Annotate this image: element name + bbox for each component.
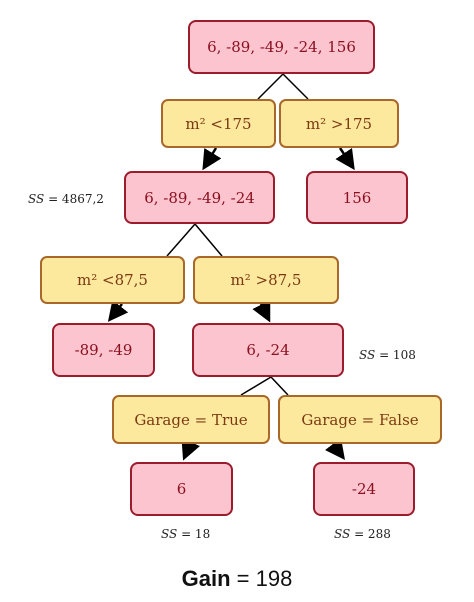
condition-area-greater-87-5: m² >87,5 [193, 256, 339, 304]
condition-garage-false: Garage = False [278, 395, 442, 444]
edge-root-left [257, 73, 284, 100]
node-6-89-49-24: 6, -89, -49, -24 [124, 171, 275, 224]
edge-l4-right [270, 376, 289, 396]
gain-value: = 198 [236, 566, 293, 591]
gain-label: Gain [181, 566, 231, 591]
leaf-node-6: 6 [130, 462, 233, 516]
node-89-49: -89, -49 [52, 323, 155, 377]
arrow-cond-l3-right [252, 300, 271, 323]
arrow-cond-l3-left [107, 300, 129, 322]
node-156: 156 [306, 171, 408, 224]
root-node: 6, -89, -49, -24, 156 [188, 20, 375, 74]
edge-l4-left [240, 376, 272, 396]
condition-area-greater-175: m² >175 [279, 99, 399, 148]
arrow-cond-l5-right [325, 438, 345, 460]
edge-root-right [282, 73, 309, 100]
ss-label-108: SS = 108 [359, 348, 416, 362]
condition-area-less-87-5: m² <87,5 [40, 256, 185, 304]
condition-garage-true: Garage = True [112, 395, 270, 444]
ss-label-18: SS = 18 [161, 527, 211, 541]
leaf-node-24: -24 [313, 462, 415, 516]
arrow-cond-l1-left [202, 147, 222, 171]
edge-l2-left [166, 223, 196, 257]
ss-label-4867: SS = 4867,2 [28, 192, 104, 206]
edge-l2-right [194, 223, 223, 257]
condition-area-less-175: m² <175 [161, 99, 276, 148]
arrow-cond-l5-left [181, 438, 200, 461]
ss-label-288: SS = 288 [334, 527, 391, 541]
node-6-24: 6, -24 [192, 323, 344, 377]
arrow-cond-l1-right [335, 147, 355, 171]
gain-summary: Gain = 198 [0, 566, 474, 592]
